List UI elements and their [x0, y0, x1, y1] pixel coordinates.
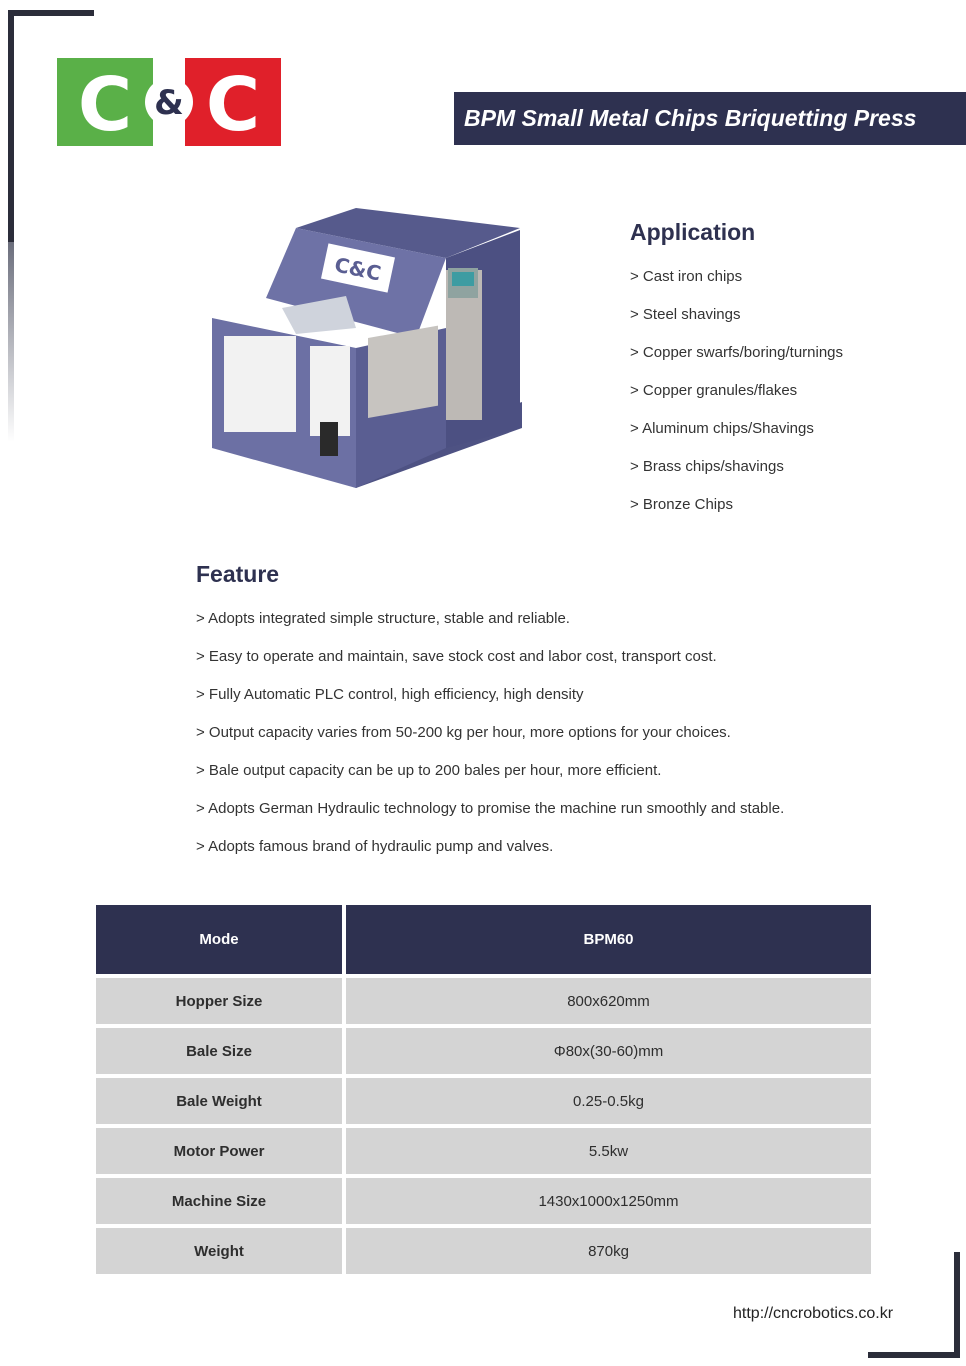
application-item: > Copper swarfs/boring/turnings: [630, 344, 844, 361]
feature-item: > Adopts famous brand of hydraulic pump …: [196, 838, 554, 855]
spec-label: Motor Power: [96, 1128, 342, 1174]
feature-heading: Feature: [196, 561, 280, 587]
feature-item: > Fully Automatic PLC control, high effi…: [196, 686, 584, 703]
feature-item: > Adopts German Hydraulic technology to …: [196, 800, 785, 817]
spec-label: Bale Size: [96, 1028, 342, 1074]
spec-label: Machine Size: [96, 1178, 342, 1224]
application-item: > Cast iron chips: [630, 268, 743, 285]
table-row: Machine Size 1430x1000x1250mm: [96, 1178, 871, 1224]
spec-value: 800x620mm: [346, 978, 871, 1024]
spec-label: Bale Weight: [96, 1078, 342, 1124]
table-row: Motor Power 5.5kw: [96, 1128, 871, 1174]
feature-item: > Output capacity varies from 50-200 kg …: [196, 724, 731, 741]
feature-list: > Adopts integrated simple structure, st…: [196, 608, 784, 874]
application-item: > Bronze Chips: [630, 496, 733, 513]
corner-frame-right-edge: [954, 1252, 960, 1358]
spec-header-label: Mode: [96, 905, 342, 974]
spec-table-header: Mode BPM60: [96, 905, 871, 974]
feature-item: > Bale output capacity can be up to 200 …: [196, 762, 662, 779]
spec-value: Φ80x(30-60)mm: [346, 1028, 871, 1074]
application-item: > Steel shavings: [630, 306, 741, 323]
corner-frame-top-left: [8, 10, 94, 16]
website-link[interactable]: http://cncrobotics.co.kr: [733, 1305, 894, 1322]
spec-header-value: BPM60: [346, 905, 871, 974]
spec-table: Mode BPM60 Hopper Size 800x620mm Bale Si…: [96, 905, 871, 1278]
svg-text:C: C: [78, 62, 132, 146]
application-item: > Aluminum chips/Shavings: [630, 420, 814, 437]
table-row: Bale Size Φ80x(30-60)mm: [96, 1028, 871, 1074]
application-list: > Cast iron chips > Steel shavings > Cop…: [630, 266, 843, 532]
spec-value: 1430x1000x1250mm: [346, 1178, 871, 1224]
feature-item: > Adopts integrated simple structure, st…: [196, 610, 570, 627]
svg-text:C: C: [206, 62, 260, 146]
application-item: > Brass chips/shavings: [630, 458, 784, 475]
corner-frame-bottom-right: [868, 1352, 960, 1358]
spec-value: 5.5kw: [346, 1128, 871, 1174]
table-row: Weight 870kg: [96, 1228, 871, 1274]
table-row: Bale Weight 0.25-0.5kg: [96, 1078, 871, 1124]
corner-frame-left-edge: [8, 10, 14, 242]
spec-label: Weight: [96, 1228, 342, 1274]
feature-item: > Easy to operate and maintain, save sto…: [196, 648, 717, 665]
company-logo: C & C: [57, 58, 281, 146]
spec-value: 0.25-0.5kg: [346, 1078, 871, 1124]
application-heading: Application: [630, 219, 756, 245]
table-row: Hopper Size 800x620mm: [96, 978, 871, 1024]
corner-frame-fade: [8, 242, 14, 442]
application-item: > Copper granules/flakes: [630, 382, 798, 399]
spec-value: 870kg: [346, 1228, 871, 1274]
briquetting-press-image: C&C: [212, 208, 522, 488]
page-title: BPM Small Metal Chips Briquetting Press: [454, 92, 966, 145]
spec-label: Hopper Size: [96, 978, 342, 1024]
svg-text:&: &: [154, 83, 184, 123]
